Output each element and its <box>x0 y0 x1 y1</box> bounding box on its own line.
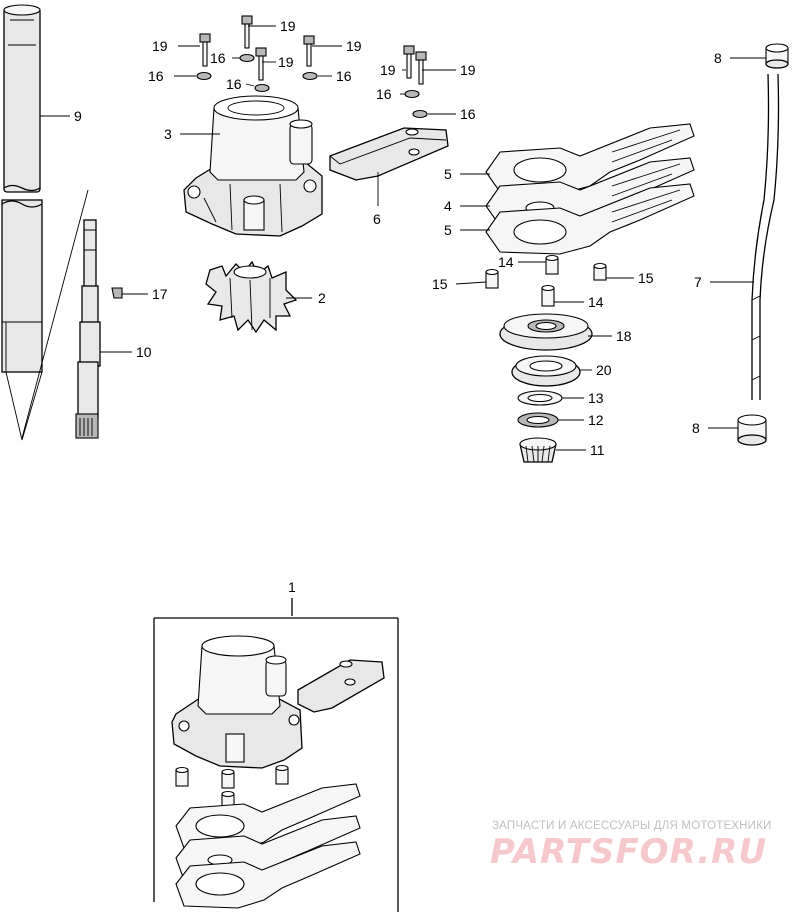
gaskets-5-4-5 <box>485 123 695 255</box>
bolt-19 <box>241 15 253 49</box>
callout-19: 19 <box>346 38 362 54</box>
leader-lines <box>40 25 766 451</box>
callout-16: 16 <box>460 106 476 122</box>
callout-16: 16 <box>336 68 352 84</box>
callout-8: 8 <box>692 420 700 436</box>
callout-14: 14 <box>588 294 604 310</box>
callout-10: 10 <box>136 344 152 360</box>
watermark-caption: ЗАПЧАСТИ И АКСЕССУАРЫ ДЛЯ МОТОТЕХНИКИ <box>492 820 772 832</box>
part-6-plate <box>329 127 449 181</box>
part-12-thrust-bearing <box>517 412 559 428</box>
callout-2: 2 <box>318 290 326 306</box>
callout-15: 15 <box>638 270 654 286</box>
gasket-upper <box>485 123 695 195</box>
part-13-washer <box>517 390 563 406</box>
callout-16: 16 <box>376 86 392 102</box>
bolt-19 <box>303 35 315 67</box>
callout-7: 7 <box>694 274 702 290</box>
part-8-grommet-top <box>765 43 789 69</box>
washer-16 <box>239 53 255 63</box>
callout-5: 5 <box>444 166 452 182</box>
washer-16 <box>196 71 212 81</box>
kit-plate <box>297 659 385 713</box>
part-1-kit-box <box>153 598 399 912</box>
kit-gaskets <box>175 783 361 909</box>
bolt-19 <box>199 33 211 67</box>
part-3-pump-housing <box>183 95 323 237</box>
washer-16 <box>412 109 428 119</box>
gasket-lower <box>485 183 695 255</box>
part-18-seal-holder <box>499 313 593 351</box>
callout-20: 20 <box>596 362 612 378</box>
part-20-bearing <box>511 355 581 387</box>
bolt-19 <box>415 51 427 85</box>
callout-15: 15 <box>432 276 448 292</box>
callout-18: 18 <box>616 328 632 344</box>
part-9-shaft-tube <box>1 4 43 441</box>
callout-19: 19 <box>280 18 296 34</box>
kit-dowels <box>175 764 289 811</box>
callout-1: 1 <box>288 579 296 595</box>
part-11-pinion-gear <box>519 437 557 463</box>
dowel-15 <box>593 262 607 281</box>
kit-housing <box>171 635 303 769</box>
dowel-14 <box>541 284 555 307</box>
callout-5: 5 <box>444 222 452 238</box>
dowels <box>485 254 607 307</box>
callout-13: 13 <box>588 390 604 406</box>
callout-19: 19 <box>380 62 396 78</box>
washer-16 <box>254 83 270 93</box>
washer-16 <box>302 71 318 81</box>
callout-4: 4 <box>444 198 452 214</box>
bolt-19 <box>403 45 415 79</box>
part-7-water-tube <box>751 73 780 400</box>
callout-8: 8 <box>714 50 722 66</box>
callout-12: 12 <box>588 412 604 428</box>
callout-9: 9 <box>74 108 82 124</box>
dowel-14 <box>545 254 559 275</box>
callout-3: 3 <box>164 126 172 142</box>
callout-11: 11 <box>590 442 605 458</box>
callout-17: 17 <box>152 286 168 302</box>
bolt-19 <box>255 47 267 81</box>
part-10-drive-shaft <box>21 189 101 439</box>
callout-16: 16 <box>210 50 226 66</box>
callout-19: 19 <box>278 54 294 70</box>
dowel-15 <box>485 268 499 289</box>
part-2-impeller <box>205 260 298 334</box>
callout-6: 6 <box>373 211 381 227</box>
callout-19: 19 <box>152 38 168 54</box>
callout-14: 14 <box>498 254 514 270</box>
callout-16: 16 <box>148 68 164 84</box>
callout-19: 19 <box>460 62 476 78</box>
bearing-stack <box>499 313 593 463</box>
watermark-logo: PARTSFOR.RU <box>490 832 768 872</box>
bolts-and-washers <box>196 15 428 119</box>
washer-16 <box>404 89 420 99</box>
callout-16: 16 <box>226 76 242 92</box>
part-8-grommet-bottom <box>737 414 767 446</box>
part-17-key <box>111 287 123 299</box>
callout-labels: 9 10 17 3 2 6 19 19 19 19 19 19 16 16 16… <box>74 18 722 595</box>
